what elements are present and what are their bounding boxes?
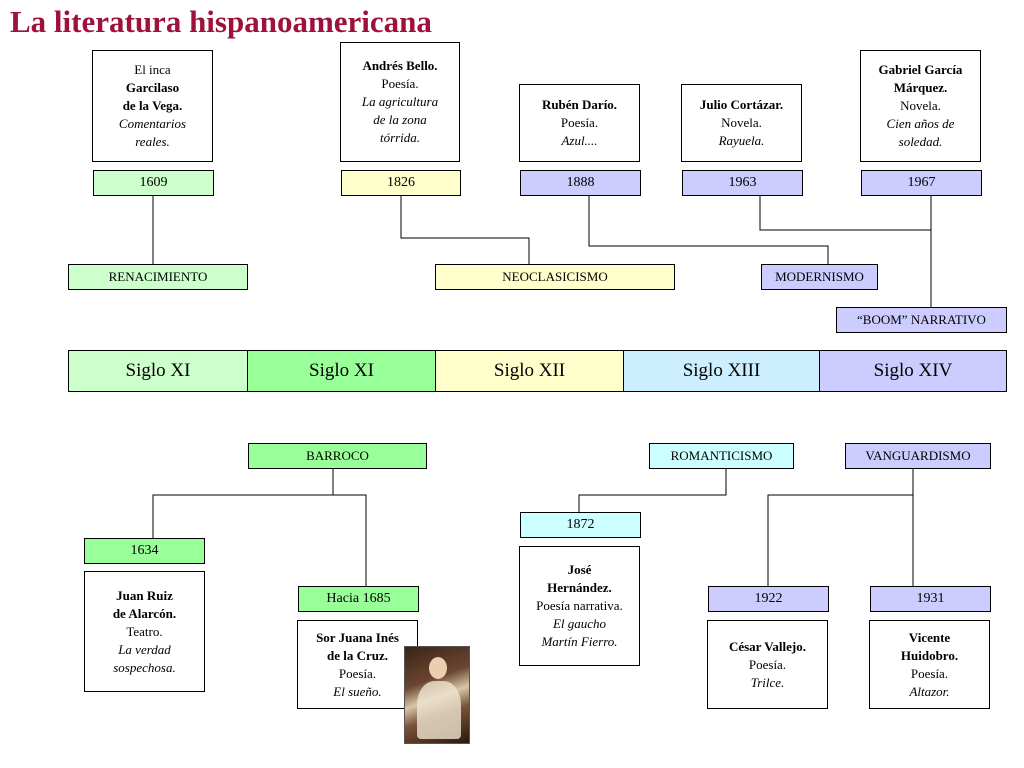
portrait-face — [429, 657, 447, 679]
page-title: La literatura hispanoamericana — [10, 4, 432, 39]
card-text: Sor Juana Inés de la Cruz. Poesía. El sueño… — [316, 629, 399, 701]
movement-barroco: BARROCO — [248, 443, 427, 469]
card-line: Rubén Darío. — [541, 97, 618, 112]
card-text: César Vallejo. Poesía. Trilce. — [729, 638, 806, 692]
movement-modernismo: MODERNISMO — [761, 264, 878, 290]
year-1609: 1609 — [93, 170, 214, 196]
card-line: Sor Juana Inés — [316, 629, 399, 645]
card-line: El sueño. — [333, 683, 382, 699]
card-line: Hernández. — [547, 580, 612, 595]
card-ruben-dario: Rubén Darío. Poesía. Azul.... — [519, 84, 640, 162]
card-line: Garcilaso — [125, 80, 180, 95]
card-line: Juan Ruiz — [116, 587, 173, 603]
year-1922: 1922 — [708, 586, 829, 612]
card-line: Comentarios — [118, 116, 187, 131]
card-line: Novela. — [900, 98, 941, 113]
card-line: Vicente — [908, 629, 951, 645]
card-sor-juana: Sor Juana Inés de la Cruz. Poesía. El sueño… — [297, 620, 418, 709]
card-andres-bello: Andrés Bello. Poesía. La agricultura de la … — [340, 42, 460, 162]
century-3: Siglo XII — [435, 350, 624, 392]
year-1963: 1963 — [682, 170, 803, 196]
movement-romanticismo: ROMANTICISMO — [649, 443, 794, 469]
card-text: Juan Ruiz de Alarcón. Teatro. La verdad sosp… — [113, 587, 176, 677]
card-line: Altazor. — [909, 683, 950, 699]
card-line: sospechosa. — [113, 659, 176, 675]
card-line: Julio Cortázar. — [699, 97, 784, 112]
century-5: Siglo XIV — [819, 350, 1007, 392]
movement-boom-narrativo: “BOOM” NARRATIVO — [836, 307, 1007, 333]
card-line: Gabriel García — [878, 62, 963, 77]
card-line: Poesía. — [381, 76, 419, 91]
card-julio-cortazar: Julio Cortázar. Novela. Rayuela. — [681, 84, 802, 162]
year-1931: 1931 — [870, 586, 991, 612]
century-2: Siglo XI — [247, 350, 436, 392]
card-line: Rayuela. — [718, 133, 765, 148]
card-line: Azul.... — [561, 133, 598, 148]
year-1634: 1634 — [84, 538, 205, 564]
card-line: Poesía. — [748, 656, 787, 672]
movement-vanguardismo: VANGUARDISMO — [845, 443, 991, 469]
century-4: Siglo XIII — [623, 350, 820, 392]
year-1872: 1872 — [520, 512, 641, 538]
year-1967: 1967 — [861, 170, 982, 196]
card-line: Martín Fierro. — [541, 634, 618, 649]
card-line: El inca — [134, 62, 171, 77]
card-line: Márquez. — [893, 80, 948, 95]
card-line: Teatro. — [126, 623, 163, 639]
card-line: Poesía. — [560, 115, 599, 130]
card-line: Huidobro. — [900, 647, 959, 663]
card-line: Poesía. — [910, 665, 949, 681]
card-line: de la Vega. — [122, 98, 183, 113]
card-line: Poesía. — [338, 665, 377, 681]
card-line: La verdad — [118, 641, 171, 657]
year-1826: 1826 — [341, 170, 461, 196]
portrait-robe — [417, 681, 461, 739]
card-line: Andrés Bello. — [362, 58, 438, 73]
card-cesar-vallejo: César Vallejo. Poesía. Trilce. — [707, 620, 828, 709]
card-line: reales. — [135, 134, 170, 149]
year-hacia-1685: Hacia 1685 — [298, 586, 419, 612]
card-line: tórrida. — [379, 130, 421, 145]
card-line: Novela. — [721, 115, 762, 130]
movement-renacimiento: RENACIMIENTO — [68, 264, 248, 290]
card-line: José — [567, 562, 592, 577]
card-line: El gaucho — [552, 616, 607, 631]
year-1888: 1888 — [520, 170, 641, 196]
card-line: Trilce. — [750, 674, 785, 690]
card-line: Cien años de — [886, 116, 955, 131]
century-1: Siglo XI — [68, 350, 248, 392]
card-text: Andrés Bello. Poesía. La agricultura de la … — [362, 57, 438, 147]
card-text: Rubén Darío. Poesía. Azul.... — [542, 96, 617, 150]
card-line: Poesía narrativa. — [536, 598, 623, 613]
card-line: de la Cruz. — [326, 647, 389, 663]
card-line: La agricultura — [361, 94, 439, 109]
card-ruiz-de-alarcon: Juan Ruiz de Alarcón. Teatro. La verdad sosp… — [84, 571, 205, 692]
portrait-image — [404, 646, 470, 744]
card-line: César Vallejo. — [728, 638, 807, 654]
card-line: de Alarcón. — [112, 605, 177, 621]
card-text: Julio Cortázar. Novela. Rayuela. — [700, 96, 783, 150]
card-line: soledad. — [898, 134, 943, 149]
card-line: de la zona — [373, 112, 427, 127]
movement-neoclasicismo: NEOCLASICISMO — [435, 264, 675, 290]
